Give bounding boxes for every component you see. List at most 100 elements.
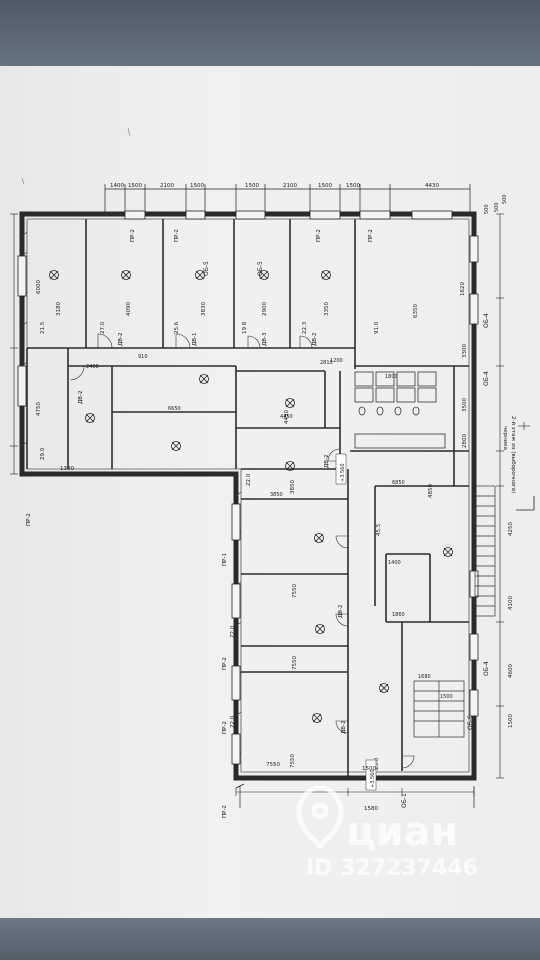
top-dim-2: 1500 (128, 183, 142, 189)
partition-label-3: ПР-2 (316, 229, 322, 242)
room-width-1: 3180 (56, 302, 62, 316)
room-area-5: 22.3 (302, 321, 308, 334)
windows-left (17, 255, 241, 765)
misc-dim-10: 2810 (320, 360, 333, 366)
right-dim-1: 1620 (460, 282, 466, 296)
door-label-5: ДВ-2 (78, 390, 84, 404)
room-width-4: 2900 (262, 302, 268, 316)
misc-dim-7: 3850 (270, 492, 283, 498)
misc-dim-6: 4450 (280, 414, 293, 420)
left-dimension-chain (10, 213, 18, 475)
door-label-1: ДВ-2 (118, 332, 124, 346)
window-label-5: ОБ-4 (483, 661, 490, 676)
misc-dim-4: 2400 (86, 364, 99, 370)
windows-right (469, 235, 479, 717)
background-top (0, 0, 540, 66)
room-area-3: 25.6 (174, 321, 180, 334)
right-dim-8: 1500 (508, 714, 514, 728)
side-note-line-2: черника (502, 426, 508, 450)
bottom-dimension-chain (235, 788, 475, 796)
room-area-4: 19.8 (242, 321, 248, 334)
right-dim-7: 4600 (508, 664, 514, 678)
window-label-6: ОБ-6 (467, 715, 474, 730)
interior-partitions (26, 219, 469, 778)
top-dim-4: 1500 (190, 183, 204, 189)
axis-ticks (235, 783, 475, 808)
misc-dim-5: 6650 (168, 406, 181, 412)
outer-walls (19, 211, 477, 781)
misc-dim-8: 6850 (392, 480, 405, 486)
level-mark-1: +3.560 (340, 463, 346, 482)
sanitary-block (354, 371, 446, 449)
bottom-dimension-texts: 7550 1500 1580 (266, 762, 378, 812)
room-area-8: 22.0 (246, 473, 252, 486)
right-dim-3: 3500 (462, 398, 468, 412)
stairs (413, 485, 496, 738)
misc-dim-1: 1200 (330, 358, 343, 364)
room-area-10: 22.0 (230, 625, 236, 638)
room-area-12: 23.0 (374, 757, 380, 770)
room-area-6: 91.0 (374, 321, 380, 334)
windows-top (124, 210, 453, 220)
top-dim-1: 1400 (110, 183, 124, 189)
room-width-2: 4090 (126, 302, 132, 316)
door-label-8: ДВ-2 (341, 720, 347, 734)
door-label-7: ДВ-2 (338, 604, 344, 618)
window-label-4: ОБ-4 (483, 371, 490, 386)
partition-label-1: ПР-2 (130, 229, 136, 242)
right-dim-4: 2800 (462, 434, 468, 448)
partition-label-8: ПР-2 (222, 721, 228, 734)
room-width-11: 7550 (292, 656, 298, 670)
misc-dimension-texts: 1200 1800 910 2400 6650 4450 3850 6850 1… (86, 354, 453, 700)
misc-dim-12: 1680 (418, 674, 431, 680)
right-dim-6: 4100 (508, 596, 514, 610)
door-labels: ДВ-2 ДВ-1 ДВ-3 ДВ-2 ДВ-2 ДВ-2 ДВ-2 ДВ-2 (78, 332, 347, 734)
right-dimension-texts: 1620 3300 3500 2800 4250 4100 4600 1500 (460, 282, 514, 728)
misc-dim-13: 1400 (388, 560, 401, 566)
top-dim-8: 1500 (346, 183, 360, 189)
left-dim-3: 1300 (60, 466, 74, 472)
partition-label-5: ПР-2 (26, 513, 32, 526)
right-dim-5: 4250 (508, 522, 514, 536)
right-dim-2: 3300 (462, 344, 468, 358)
level-marks: +3.560 +3.560 (335, 453, 377, 791)
partition-label-7: ПР-2 (222, 657, 228, 670)
scan-marks (21, 127, 131, 185)
right-top-dim-3: 500 (484, 204, 490, 214)
partition-label-6: ПР-1 (222, 553, 228, 566)
room-areas: 21.5 27.0 25.6 19.8 22.3 91.0 29.0 22.0 … (40, 321, 382, 770)
bottom-dim-2: 1500 (362, 766, 376, 772)
right-top-dim-2: 500 (494, 202, 500, 212)
room-area-11: 22.0 (230, 715, 236, 728)
door-label-4: ДВ-2 (312, 332, 318, 346)
left-dimension-texts: 6000 4750 1300 (36, 280, 74, 472)
partition-labels: ПР-2 ПР-2 ПР-2 ПР-2 ПР-2 ПР-1 ПР-2 ПР-2 … (26, 229, 374, 818)
room-width-3: 3830 (201, 302, 207, 316)
right-top-dims: 500 500 500 (484, 194, 508, 214)
room-widths: 3180 4090 3830 2900 3350 6350 4450 3850 … (56, 302, 434, 768)
level-mark-2: +3.560 (370, 769, 376, 788)
top-dim-9: 4430 (425, 183, 439, 189)
floor-plan-sheet: 1400 1500 2100 1500 1500 2100 1500 1500 … (0, 66, 540, 918)
door-label-3: ДВ-3 (262, 332, 268, 346)
room-width-5: 3350 (324, 302, 330, 316)
door-label-2: ДВ-1 (192, 332, 198, 346)
room-width-6: 6350 (413, 304, 419, 318)
top-dim-3: 2100 (160, 183, 174, 189)
misc-dim-3: 910 (138, 354, 148, 360)
misc-dim-2: 1800 (385, 374, 398, 380)
room-area-2: 27.0 (100, 321, 106, 334)
door-swings (69, 333, 415, 769)
window-label-7: ОБ-1 (401, 793, 408, 808)
window-label-3: ОБ-4 (483, 313, 490, 328)
background-bottom (0, 918, 540, 960)
misc-dim-9: 1860 (392, 612, 405, 618)
left-dim-2: 4750 (36, 402, 42, 416)
right-dimension-chain (496, 213, 530, 779)
light-fixtures (49, 270, 453, 723)
door-label-6: ДВ-2 (324, 454, 330, 468)
misc-dim-11: 1500 (440, 694, 453, 700)
top-dim-5: 1500 (245, 183, 259, 189)
room-area-1: 21.5 (40, 321, 46, 334)
partition-label-2: ПР-2 (174, 229, 180, 242)
